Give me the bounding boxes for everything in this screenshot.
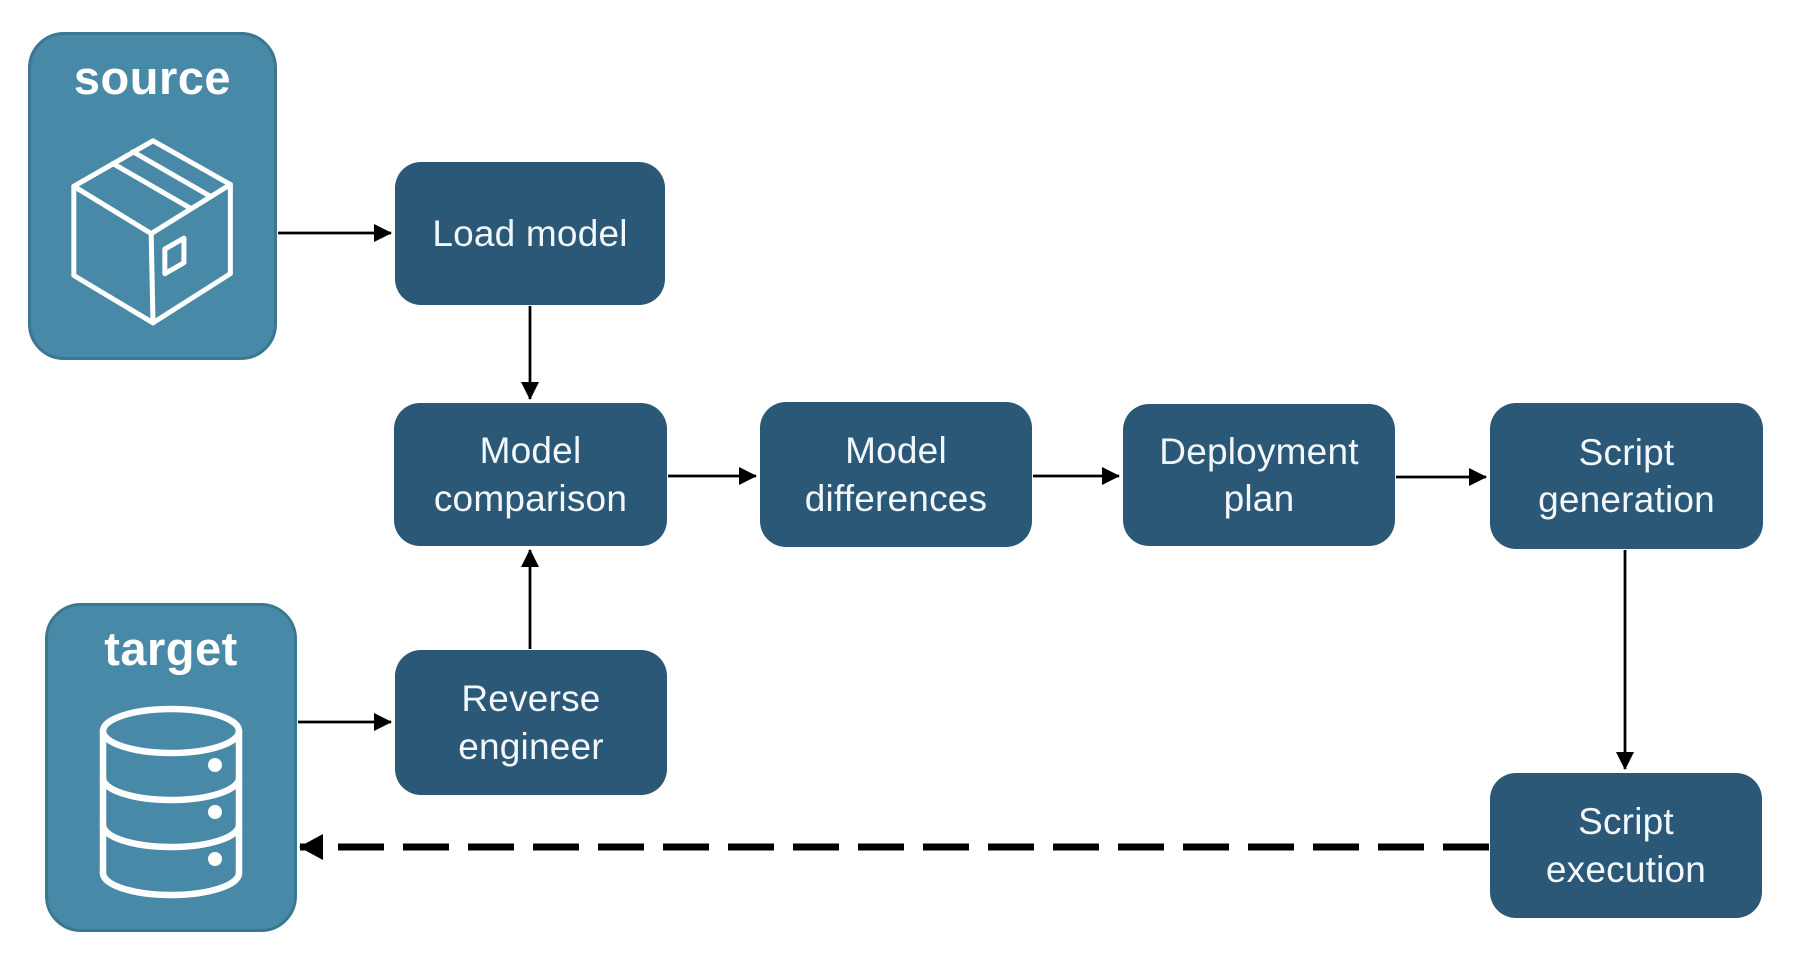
source-label: source	[73, 51, 232, 104]
container-target: target	[45, 603, 297, 932]
node-label: Script execution	[1545, 801, 1707, 890]
node-label: Load model	[432, 212, 628, 254]
node-model-comparison: Model comparison	[394, 403, 667, 546]
package-icon	[70, 138, 233, 326]
node-label: Model comparison	[433, 430, 628, 519]
node-load-model: Load model	[395, 162, 665, 305]
target-label: target	[104, 622, 238, 675]
node-label: Model differences	[804, 430, 988, 519]
node-model-differences: Model differences	[760, 402, 1032, 547]
container-source: source	[28, 32, 277, 360]
node-reverse-engineer: Reverse engineer	[395, 650, 667, 795]
node-label: Reverse engineer	[458, 678, 604, 767]
node-label: Script generation	[1538, 431, 1715, 520]
node-label: Deployment plan	[1159, 430, 1359, 519]
node-script-execution: Script execution	[1490, 773, 1762, 918]
node-deployment-plan: Deployment plan	[1123, 404, 1395, 546]
database-icon	[99, 705, 243, 899]
node-script-generation: Script generation	[1490, 403, 1763, 549]
